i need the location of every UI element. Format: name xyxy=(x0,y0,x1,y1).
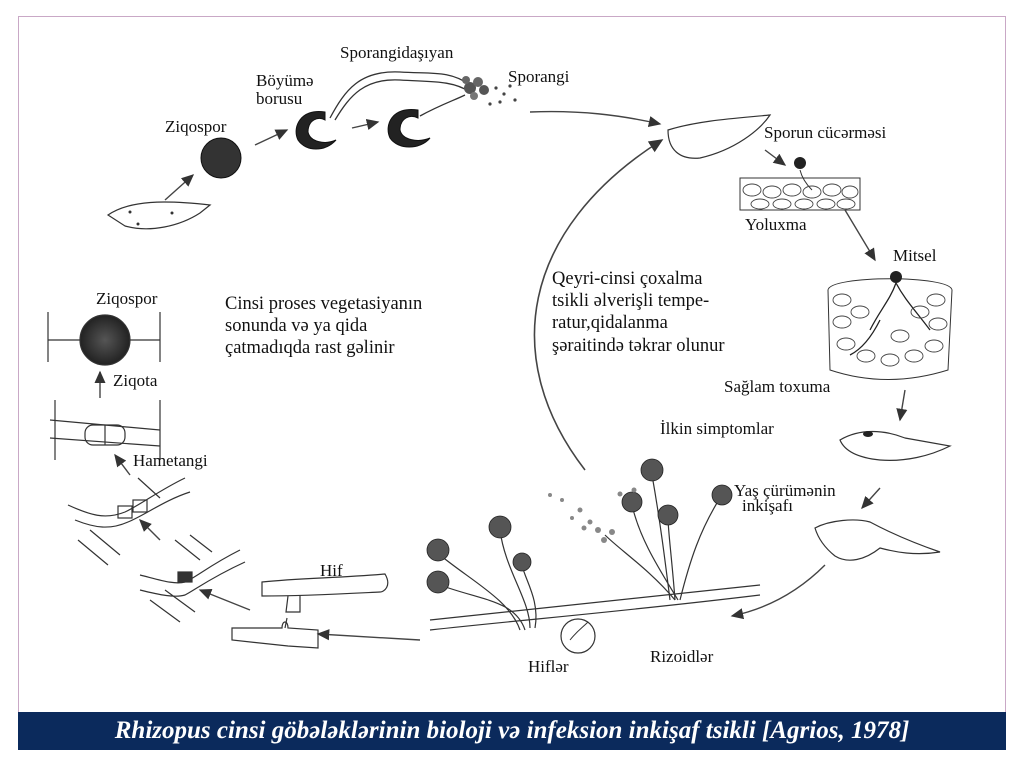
germ-zygospore-1 xyxy=(295,111,337,150)
caption-bar: Rhizopus cinsi göbələklərinin bioloji və… xyxy=(18,712,1006,750)
note-sexual-line: çatmadıqda rast gəlinir xyxy=(225,338,395,359)
label-sporangi: Sporangi xyxy=(508,67,570,86)
leaf-top-left xyxy=(106,201,212,230)
label-boyume-line1: Böyümə xyxy=(256,71,314,90)
leaf-rotting xyxy=(814,519,941,561)
slide-frame xyxy=(18,16,1006,750)
label-ilkin-simptomlar: İlkin simptomlar xyxy=(660,419,774,438)
tissue-germination xyxy=(739,157,861,211)
hif-hypha xyxy=(261,573,389,613)
label-ziqospor-top: Ziqospor xyxy=(165,117,227,136)
progametangia xyxy=(139,534,246,623)
label-rizoidler: Rizoidlər xyxy=(650,647,714,666)
sporangiophore-cluster xyxy=(429,474,761,631)
germ-tube-1 xyxy=(329,71,471,119)
arrow-zygospore-to-germ xyxy=(254,129,289,146)
note-sexual-line: sonunda və ya qida xyxy=(225,316,368,337)
gametangia xyxy=(67,477,191,566)
label-sporun-cucermesi: Sporun cücərməsi xyxy=(764,123,887,142)
zygospore-top xyxy=(200,137,242,179)
note-asexual-line: Qeyri-cinsi çoxalma xyxy=(552,269,703,289)
label-ziqospor-left: Ziqospor xyxy=(96,289,158,308)
label-hametangi: Hametangi xyxy=(133,451,208,470)
tissue-mycelium xyxy=(827,271,953,380)
label-mitsel: Mitsel xyxy=(893,246,937,265)
cycle-arrow xyxy=(533,139,664,471)
label-saglam-toxuma: Sağlam toxuma xyxy=(724,377,831,396)
hyphae-callout xyxy=(560,618,596,654)
label-boyume-line2: borusu xyxy=(256,89,303,108)
zygospore-left xyxy=(47,312,161,366)
note-asexual-line: şəraitində təkrar olunur xyxy=(552,335,725,356)
note-asexual-line: ratur,qidalanma xyxy=(552,313,668,334)
germ-zygospore-2 xyxy=(387,109,431,148)
note-sexual-line: Cinsi proses vegetasiyanın xyxy=(225,294,423,314)
arrow-sporangi-to-leaf xyxy=(529,110,662,128)
note-asexual-cycle: Qeyri-cinsi çoxalma tsikli əlverişli tem… xyxy=(552,268,725,357)
note-asexual-line: tsikli əlverişli tempe- xyxy=(552,291,710,312)
label-sporangidasiyan: Sporangidaşıyan xyxy=(340,43,454,62)
zygote xyxy=(49,400,161,460)
label-yas-curumenin-line2: inkişafı xyxy=(742,496,793,515)
leaf-symptom xyxy=(839,430,952,461)
arrow-leaf-to-zygospore xyxy=(164,174,195,201)
label-ziqota: Ziqota xyxy=(113,371,158,390)
arrow-germ-to-germ xyxy=(351,119,380,130)
label-yoluxma: Yoluxma xyxy=(745,215,807,234)
label-yas-curumenin-line1: Yaş çürümənin xyxy=(734,481,836,500)
figure-caption: Rhizopus cinsi göbələklərinin bioloji və… xyxy=(114,717,910,744)
label-hifler: Hiflər xyxy=(528,657,569,676)
sporangium-top xyxy=(462,76,517,106)
label-hif: Hif xyxy=(320,561,343,580)
note-sexual-process: Cinsi proses vegetasiyanın sonunda və ya… xyxy=(225,293,422,360)
hypha-bottom xyxy=(231,617,319,649)
leaf-right-top xyxy=(667,114,772,159)
